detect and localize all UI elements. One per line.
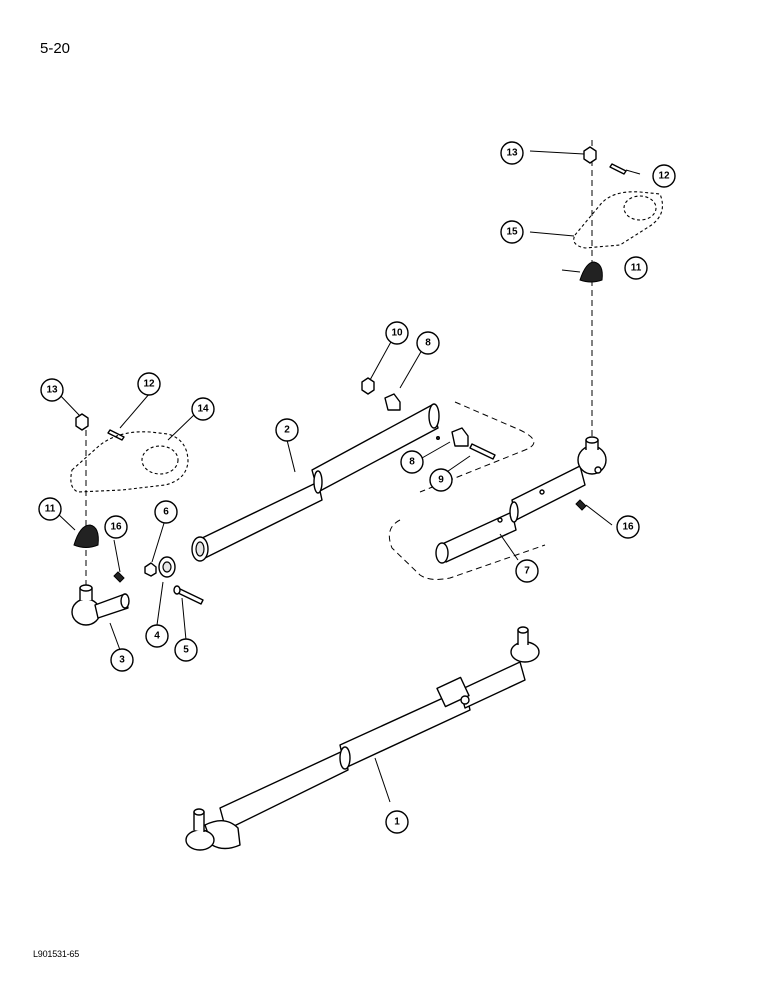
svg-text:7: 7 (524, 566, 530, 577)
svg-text:5: 5 (183, 645, 189, 656)
callout-5: 5 (174, 638, 198, 662)
callout-13-right: 13 (500, 141, 524, 165)
callout-6: 6 (154, 500, 178, 524)
page-number: 5-20 (40, 40, 71, 57)
dust-covers (73, 261, 603, 548)
callout-10: 10 (385, 321, 409, 345)
svg-text:16: 16 (622, 522, 634, 533)
drawing-code: L901531-65 (33, 949, 80, 959)
callout-16-right: 16 (616, 515, 640, 539)
part-7-group-outline (388, 401, 546, 580)
callout-4: 4 (145, 624, 169, 648)
svg-text:4: 4 (154, 631, 160, 642)
svg-text:15: 15 (506, 227, 518, 238)
svg-text:16: 16 (110, 522, 122, 533)
svg-text:11: 11 (45, 504, 56, 515)
center-lines (85, 140, 593, 595)
svg-text:3: 3 (119, 655, 125, 666)
callout-15: 15 (500, 220, 524, 244)
leader-lines (56, 150, 641, 803)
svg-text:13: 13 (46, 385, 58, 396)
callout-11-left: 11 (38, 497, 62, 521)
callout-3: 3 (110, 648, 134, 672)
clamp-blocks (361, 377, 496, 460)
callout-11-right: 11 (624, 256, 648, 280)
svg-text:9: 9 (438, 475, 444, 486)
callout-12-right: 12 (652, 164, 676, 188)
svg-text:8: 8 (425, 338, 431, 349)
svg-text:13: 13 (506, 148, 518, 159)
svg-text:12: 12 (143, 379, 155, 390)
svg-text:10: 10 (391, 328, 403, 339)
callout-12-left: 12 (137, 372, 161, 396)
castle-nuts-and-pins (75, 146, 627, 441)
tube-part-7 (435, 436, 607, 564)
svg-text:2: 2 (284, 425, 290, 436)
svg-text:12: 12 (658, 171, 670, 182)
svg-text:14: 14 (197, 404, 209, 415)
svg-text:8: 8 (409, 457, 415, 468)
svg-text:11: 11 (631, 263, 642, 274)
svg-text:1: 1 (394, 817, 400, 828)
callout-2: 2 (275, 418, 299, 442)
callout-13-left: 13 (40, 378, 64, 402)
callout-14: 14 (191, 397, 215, 421)
callout-8-upper: 8 (416, 331, 440, 355)
tie-rod-assembly (185, 626, 540, 851)
callout-1: 1 (385, 810, 409, 834)
svg-text:6: 6 (163, 507, 169, 518)
clamp-hardware (144, 556, 204, 605)
callout-7: 7 (515, 559, 539, 583)
tube-part-2 (191, 403, 440, 562)
callout-8-lower: 8 (400, 450, 424, 474)
tie-rod-end-left (71, 584, 130, 626)
steering-arms (70, 191, 663, 493)
grease-fittings (113, 499, 587, 583)
callout-9: 9 (429, 468, 453, 492)
callout-16-left: 16 (104, 515, 128, 539)
